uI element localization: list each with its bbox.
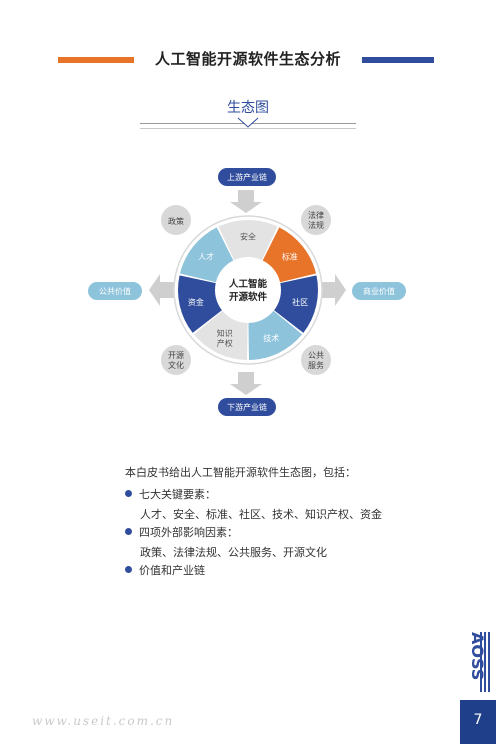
arrow-left-icon xyxy=(149,274,174,306)
wheel-segment-label: 产权 xyxy=(217,338,233,348)
pill-upstream: 上游产业链 xyxy=(218,168,276,186)
bullet-dot-icon xyxy=(125,566,132,573)
outer-factor-law: 法律 法规 xyxy=(301,205,331,235)
wheel-segment-label: 技术 xyxy=(263,333,279,343)
pill-downstream-label: 下游产业链 xyxy=(227,402,267,412)
intro-text: 本白皮书给出人工智能开源软件生态图，包括： xyxy=(125,466,356,479)
header-accent-right xyxy=(362,57,434,63)
outer-factor-culture: 开源 文化 xyxy=(161,345,191,375)
outer-factor-label-line2: 服务 xyxy=(308,360,324,370)
page-number-box: 7 xyxy=(460,700,496,744)
external-factors-list: 政策、法律法规、公共服务、开源文化 xyxy=(140,546,327,559)
pill-downstream: 下游产业链 xyxy=(218,398,276,416)
wheel-segment-label: 社区 xyxy=(292,297,308,307)
wheel-segment-label: 安全 xyxy=(240,232,256,242)
center-label-line1: 人工智能 xyxy=(229,278,268,290)
wheel-segment-label: 知识 xyxy=(217,328,233,338)
pill-business-value-label: 商业价值 xyxy=(363,286,395,296)
outer-factor-label: 政策 xyxy=(168,216,184,226)
arrow-right-icon xyxy=(321,274,346,306)
bullet-key-elements-label: 七大关键要素： xyxy=(139,488,216,501)
outer-factor-label-line2: 文化 xyxy=(168,360,184,370)
wheel-segment-label: 标准 xyxy=(282,252,298,262)
outer-factor-public-service: 公共 服务 xyxy=(301,345,331,375)
outer-factor-label-line1: 法律 xyxy=(308,210,324,220)
wheel-segment xyxy=(248,310,303,360)
page-title: 人工智能开源软件生态分析 xyxy=(154,50,341,68)
bullet-external-factors-label: 四项外部影响因素： xyxy=(139,526,238,539)
header-accent-left xyxy=(58,57,134,63)
outer-factor-label-line1: 开源 xyxy=(168,351,184,360)
subtitle-divider-secondary xyxy=(140,128,356,129)
bullet-dot-icon xyxy=(125,490,132,497)
wheel-segment xyxy=(193,310,248,360)
arrow-down-bottom-icon xyxy=(230,372,262,395)
logo-text: AOSS xyxy=(468,632,487,680)
wheel-segment xyxy=(179,227,234,283)
wheel-segment xyxy=(262,227,317,283)
outer-factor-label-line1: 公共 xyxy=(308,351,324,360)
wheel-segment xyxy=(218,220,278,261)
outer-factor-policy: 政策 xyxy=(161,205,191,235)
watermark: www.useit.com.cn xyxy=(32,714,175,728)
bullet-value-chain: 价值和产业链 xyxy=(125,562,205,578)
wheel-segment-label: 人才 xyxy=(198,252,214,262)
center-label-line2: 开源软件 xyxy=(229,291,268,303)
outer-factor-label-line2: 法规 xyxy=(308,220,324,230)
key-elements-list: 人才、安全、标准、社区、技术、知识产权、资金 xyxy=(140,508,382,521)
wheel-center xyxy=(217,259,279,321)
bullet-external-factors: 四项外部影响因素： xyxy=(125,524,238,540)
arrow-down-top-icon xyxy=(230,190,262,213)
pill-upstream-label: 上游产业链 xyxy=(227,172,267,182)
chevron-down-icon xyxy=(237,117,259,128)
wheel-segment-label: 资金 xyxy=(188,297,204,307)
bullet-value-chain-label: 价值和产业链 xyxy=(139,564,205,577)
section-subtitle: 生态图 xyxy=(227,100,269,116)
pill-public-value: 公共价值 xyxy=(88,282,142,300)
bullet-dot-icon xyxy=(125,528,132,535)
bullet-key-elements: 七大关键要素： xyxy=(125,486,216,502)
aoss-logo: AOSS xyxy=(468,632,490,692)
wheel-segment xyxy=(274,275,319,333)
wheel-segment xyxy=(177,275,222,333)
pill-business-value: 商业价值 xyxy=(352,282,406,300)
page-number: 7 xyxy=(473,712,483,728)
pill-public-value-label: 公共价值 xyxy=(99,286,131,296)
